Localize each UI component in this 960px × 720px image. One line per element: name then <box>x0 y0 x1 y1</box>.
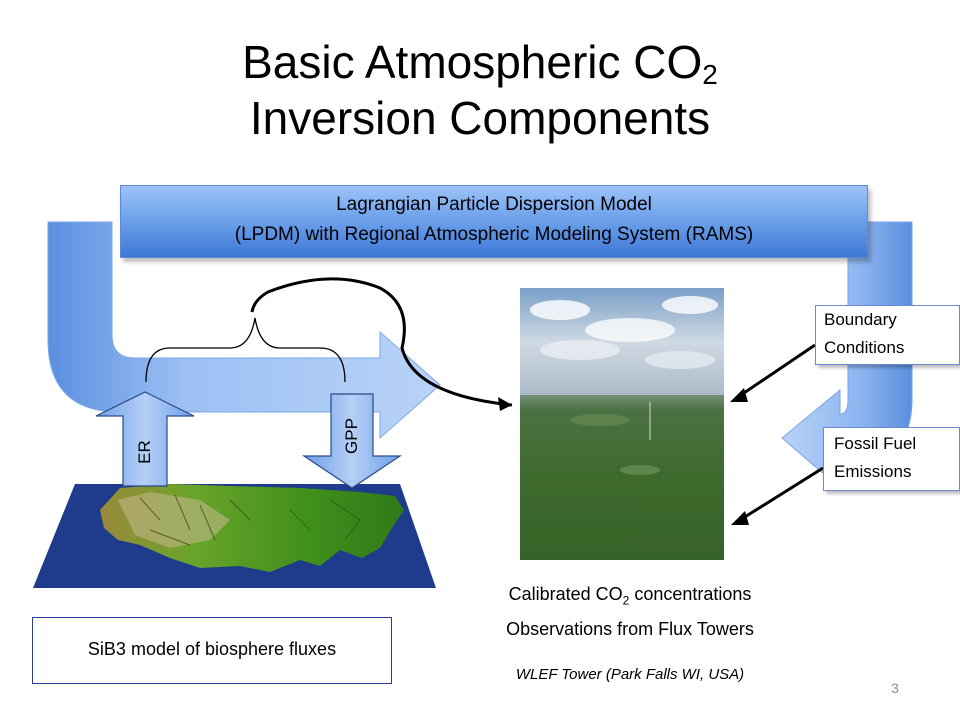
gpp-arrow: GPP <box>302 393 402 489</box>
calibrated-line-2: Observations from Flux Towers <box>506 618 754 639</box>
fossil-fuel-box: Fossil Fuel Emissions <box>823 427 960 491</box>
boundary-pointer <box>737 343 816 399</box>
sib3-box: SiB3 model of biosphere fluxes <box>32 617 392 684</box>
title-line-1: Basic Atmospheric CO2 <box>242 36 718 90</box>
slide-title: Basic Atmospheric CO2 Inversion Componen… <box>0 34 960 146</box>
title-line-2: Inversion Components <box>249 92 711 144</box>
er-arrow: ER <box>95 391 195 487</box>
connector-curve <box>250 277 513 407</box>
biosphere-map <box>33 484 436 588</box>
er-label: ER <box>135 440 154 464</box>
boundary-line-2: Conditions <box>824 338 905 357</box>
fossil-line-2: Emissions <box>834 462 912 481</box>
calibrated-line-1: Calibrated CO2 concentrations <box>508 584 752 608</box>
lpdm-banner: Lagrangian Particle Dispersion Model (LP… <box>120 185 868 258</box>
gpp-label: GPP <box>342 418 361 454</box>
photo-caption: WLEF Tower (Park Falls WI, USA) <box>515 666 745 683</box>
boundary-line-1: Boundary <box>824 310 897 329</box>
tower-photo <box>520 288 724 560</box>
lpdm-line-2: (LPDM) with Regional Atmospheric Modelin… <box>234 224 754 245</box>
fossil-line-1: Fossil Fuel <box>834 434 917 453</box>
calibrated-caption: Calibrated CO2 concentrations Observatio… <box>440 580 820 643</box>
left-flow-arrow <box>47 221 441 440</box>
lpdm-line-1: Lagrangian Particle Dispersion Model <box>336 194 652 215</box>
boundary-conditions-box: Boundary Conditions <box>815 305 960 365</box>
page-number: 3 <box>891 680 899 696</box>
fossil-pointer <box>739 466 824 522</box>
flux-brace <box>145 317 346 383</box>
